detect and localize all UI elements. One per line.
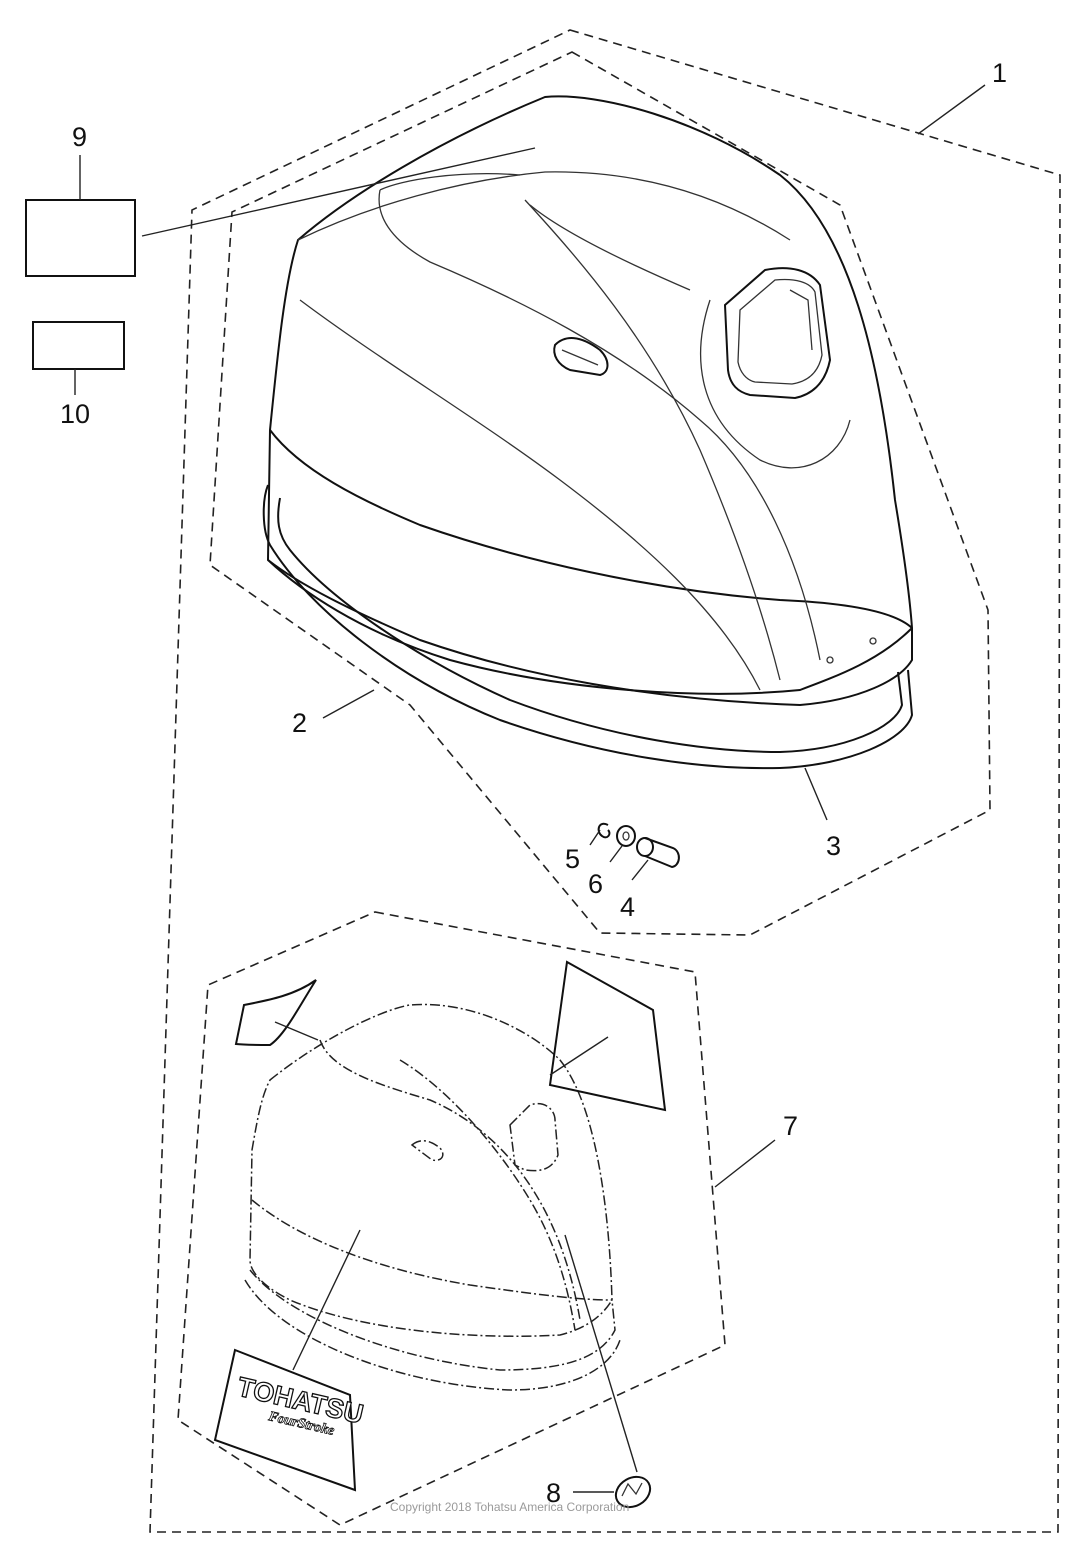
decal-cover — [244, 1003, 621, 1391]
label-10 — [32, 321, 125, 370]
hardware-pin — [636, 837, 680, 869]
decal-left-piece — [234, 979, 317, 1047]
callout-3: 3 — [826, 831, 841, 861]
callout-10: 10 — [60, 399, 90, 429]
leader-9b — [141, 147, 536, 237]
leader-4 — [631, 859, 649, 881]
leader-6 — [609, 845, 623, 863]
assembly-1-boundary — [149, 29, 1061, 1533]
callout-8: 8 — [546, 1478, 561, 1508]
callout-7: 7 — [783, 1111, 798, 1141]
hardware-washer — [616, 825, 636, 847]
callout-1: 1 — [992, 58, 1007, 88]
callout-5: 5 — [565, 844, 580, 874]
engine-cover-top — [266, 95, 914, 707]
decal-brand-panel — [213, 1348, 357, 1492]
hardware-clip — [597, 822, 611, 839]
seal-gasket — [262, 484, 914, 770]
leader-1 — [917, 84, 986, 135]
callout-9: 9 — [72, 122, 87, 152]
leader-7 — [714, 1139, 776, 1188]
leader-3 — [804, 767, 828, 821]
decal-brand-text: TOHATSU FourStroke — [234, 1371, 367, 1439]
emblem — [614, 1475, 652, 1509]
copyright-text: Copyright 2018 Tohatsu America Corporati… — [390, 1500, 629, 1514]
leader-7c — [292, 1229, 361, 1371]
decal-right-piece — [548, 960, 667, 1112]
leader-7b — [549, 1036, 609, 1076]
callout-4: 4 — [620, 892, 635, 922]
callout-2: 2 — [292, 708, 307, 738]
assembly-2-boundary — [209, 51, 991, 936]
label-9 — [25, 199, 136, 277]
callout-6: 6 — [588, 869, 603, 899]
leader-7a — [274, 1021, 319, 1041]
leader-7d — [564, 1234, 638, 1473]
leader-5 — [589, 829, 601, 846]
leader-2 — [322, 689, 375, 719]
